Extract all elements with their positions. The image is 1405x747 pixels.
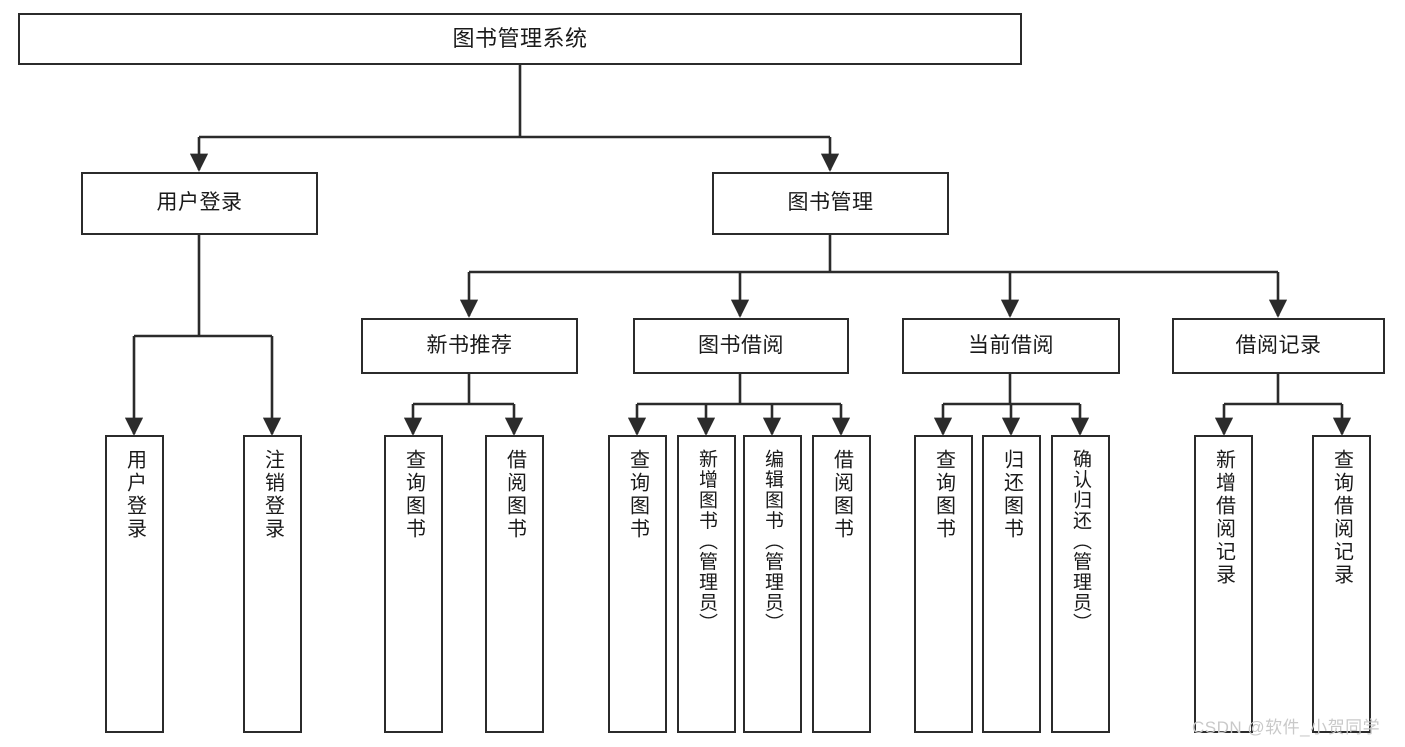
node-label: 借阅图书 bbox=[503, 449, 526, 541]
node-leaf-edit-book[interactable]: 编辑图书（管理员） bbox=[743, 435, 802, 733]
node-label: 新书推荐 bbox=[426, 333, 513, 357]
node-label: 查询图书 bbox=[932, 449, 955, 541]
node-leaf-logout-login[interactable]: 注销登录 bbox=[243, 435, 302, 733]
node-label: 图书借阅 bbox=[698, 333, 784, 357]
node-label: 查询图书 bbox=[626, 449, 649, 541]
node-label: 当前借阅 bbox=[968, 333, 1054, 357]
node-leaf-query-book-3[interactable]: 查询图书 bbox=[914, 435, 973, 733]
node-leaf-user-login[interactable]: 用户登录 bbox=[105, 435, 164, 733]
node-leaf-add-book[interactable]: 新增图书（管理员） bbox=[677, 435, 736, 733]
node-root-book-management-system[interactable]: 图书管理系统 bbox=[18, 13, 1022, 65]
node-leaf-add-record[interactable]: 新增借阅记录 bbox=[1194, 435, 1253, 733]
node-leaf-return-book[interactable]: 归还图书 bbox=[982, 435, 1041, 733]
node-label: 查询图书 bbox=[402, 449, 425, 541]
node-new-book-recommend[interactable]: 新书推荐 bbox=[361, 318, 578, 374]
node-leaf-query-book-1[interactable]: 查询图书 bbox=[384, 435, 443, 733]
node-user-login[interactable]: 用户登录 bbox=[81, 172, 318, 235]
node-label: 查询借阅记录 bbox=[1330, 449, 1353, 587]
node-label: 归还图书 bbox=[1000, 449, 1023, 541]
watermark: CSDN @软件_小贺同学 bbox=[1192, 718, 1381, 737]
node-book-borrow[interactable]: 图书借阅 bbox=[633, 318, 849, 374]
node-label: 确认归还（管理员） bbox=[1070, 449, 1091, 634]
node-label: 图书管理系统 bbox=[452, 26, 588, 52]
node-label: 借阅图书 bbox=[830, 449, 853, 541]
node-label: 图书管理 bbox=[787, 191, 874, 215]
node-leaf-borrow-book-1[interactable]: 借阅图书 bbox=[485, 435, 544, 733]
node-label: 用户登录 bbox=[156, 191, 243, 215]
node-label: 编辑图书（管理员） bbox=[762, 449, 783, 634]
node-label: 用户登录 bbox=[123, 449, 146, 541]
node-current-borrow[interactable]: 当前借阅 bbox=[902, 318, 1120, 374]
node-label: 借阅记录 bbox=[1235, 333, 1322, 357]
node-leaf-borrow-book-2[interactable]: 借阅图书 bbox=[812, 435, 871, 733]
node-leaf-query-record[interactable]: 查询借阅记录 bbox=[1312, 435, 1371, 733]
node-borrow-record[interactable]: 借阅记录 bbox=[1172, 318, 1385, 374]
node-book-management[interactable]: 图书管理 bbox=[712, 172, 949, 235]
node-label: 新增借阅记录 bbox=[1212, 449, 1235, 587]
node-label: 新增图书（管理员） bbox=[696, 449, 717, 634]
node-leaf-query-book-2[interactable]: 查询图书 bbox=[608, 435, 667, 733]
node-leaf-confirm-return[interactable]: 确认归还（管理员） bbox=[1051, 435, 1110, 733]
node-label: 注销登录 bbox=[261, 449, 284, 541]
